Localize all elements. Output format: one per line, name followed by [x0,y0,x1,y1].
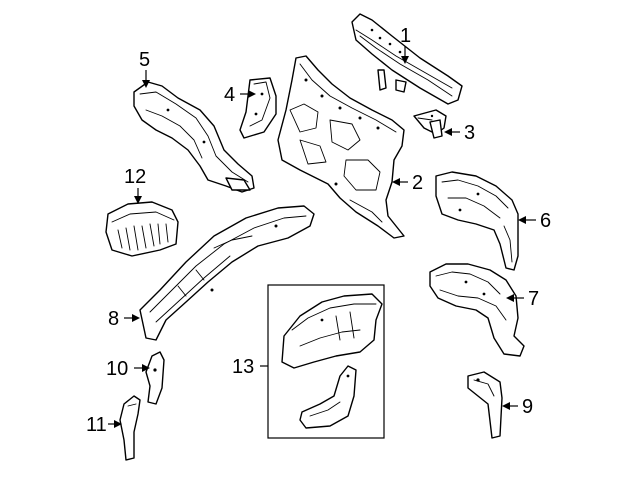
callout-4: 4 [224,84,235,106]
callout-9: 9 [522,396,533,418]
part-9-bracket [467,371,503,439]
callout-1: 1 [400,25,411,47]
part-8-rail [139,205,315,341]
callout-2: 2 [412,172,423,194]
part-6-wheelhouse [435,171,519,271]
callout-leaders [108,46,536,428]
part-3-bracket [413,109,447,139]
part-10-brace [145,351,165,405]
callout-10: 10 [106,358,128,380]
part-4-panel [239,77,277,139]
part-11-brace [119,395,141,461]
part-13-inset [267,284,385,439]
callout-3: 3 [464,122,475,144]
callout-8: 8 [108,308,119,330]
callout-13: 13 [232,356,254,378]
callout-12: 12 [124,166,146,188]
callout-5: 5 [139,49,150,71]
part-2-dash-panel [277,55,405,239]
callout-11: 11 [86,414,107,436]
callout-7: 7 [528,288,539,310]
part-7-wheelhouse [429,263,525,357]
part-5-apron-rail [133,81,255,193]
part-12-housing [105,201,179,257]
callout-6: 6 [540,210,551,232]
